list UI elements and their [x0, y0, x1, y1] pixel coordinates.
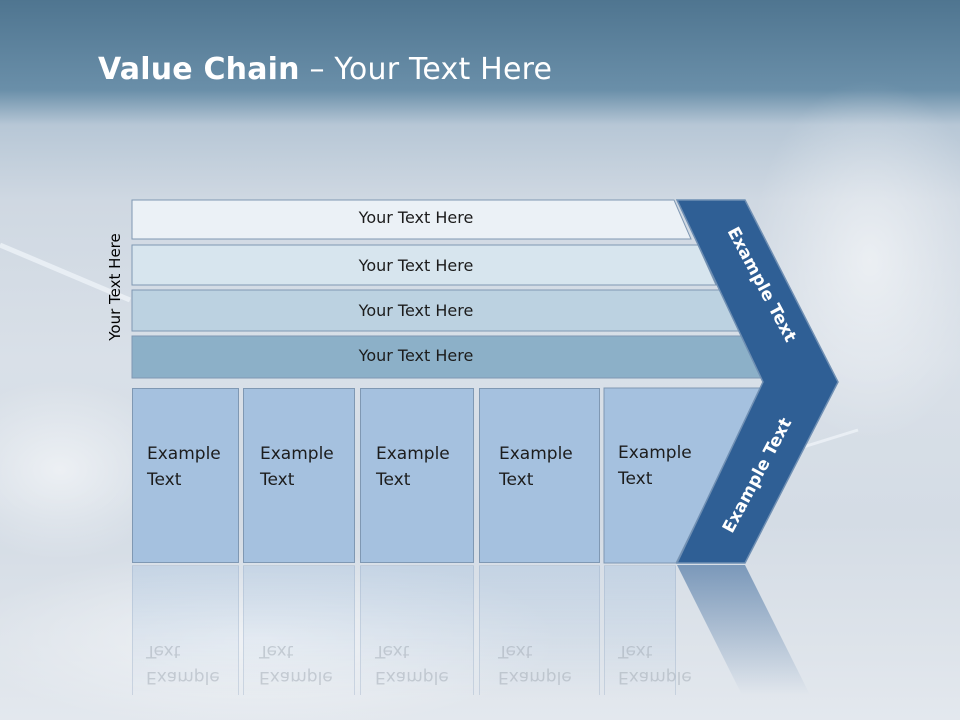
primary-box-2-reflection-line2: Text — [259, 641, 294, 661]
primary-box-2-reflection-line1: Example — [259, 667, 333, 687]
primary-box-5: Example Text — [604, 388, 724, 563]
page-title: Value Chain – Your Text Here — [98, 52, 552, 87]
primary-box-1-line2: Text — [147, 470, 182, 490]
support-row-4-text: Your Text Here — [358, 346, 474, 365]
primary-box-2-reflection — [243, 565, 355, 695]
margin-chevron — [675, 199, 839, 564]
primary-box-5-reflection-line1: Example — [618, 667, 692, 687]
primary-box-5-reflection — [604, 565, 676, 695]
support-row-1-shape — [131, 199, 692, 240]
primary-box-5-shape — [603, 387, 763, 564]
support-row-2-shape — [131, 244, 717, 286]
primary-box-1-line1: Example — [147, 444, 221, 464]
support-row-2-text: Your Text Here — [358, 256, 474, 275]
primary-box-1-reflection-line2: Text — [146, 641, 181, 661]
primary-box-2-reflection-text: Example Text — [259, 638, 333, 690]
primary-box-5-reflection-text: Example Text — [618, 638, 692, 690]
primary-box-3-reflection-line1: Example — [375, 667, 449, 687]
primary-box-3-reflection-text: Example Text — [375, 638, 449, 690]
primary-box-5-reflection-line2: Text — [618, 641, 653, 661]
primary-box-4-reflection-text: Example Text — [498, 638, 572, 690]
primary-box-5-line1: Example — [618, 443, 692, 463]
support-row-3-text: Your Text Here — [358, 301, 474, 320]
primary-box-4-reflection — [479, 565, 600, 695]
primary-box-4: Example Text — [479, 388, 600, 563]
primary-box-4-line1: Example — [499, 444, 573, 464]
title-rest-part: – Your Text Here — [299, 52, 553, 87]
support-row-1-text: Your Text Here — [358, 208, 474, 227]
primary-box-1-reflection — [132, 565, 239, 695]
primary-box-3-reflection — [360, 565, 474, 695]
primary-box-4-reflection-line1: Example — [498, 667, 572, 687]
primary-box-1: Example Text — [132, 388, 239, 563]
primary-box-3-line1: Example — [376, 444, 450, 464]
primary-box-3-reflection-line2: Text — [375, 641, 410, 661]
primary-box-1-reflection-line1: Example — [146, 667, 220, 687]
title-bold-part: Value Chain — [98, 52, 300, 87]
primary-box-3: Example Text — [360, 388, 474, 563]
primary-box-2: Example Text — [243, 388, 355, 563]
primary-box-4-reflection-line2: Text — [498, 641, 533, 661]
primary-box-1-reflection-text: Example Text — [146, 638, 220, 690]
primary-box-3-line2: Text — [376, 470, 411, 490]
chevron-reflection — [677, 565, 810, 695]
primary-box-2-line1: Example — [260, 444, 334, 464]
primary-box-4-line2: Text — [499, 470, 534, 490]
primary-box-2-line2: Text — [260, 470, 295, 490]
primary-box-5-line2: Text — [618, 469, 653, 489]
